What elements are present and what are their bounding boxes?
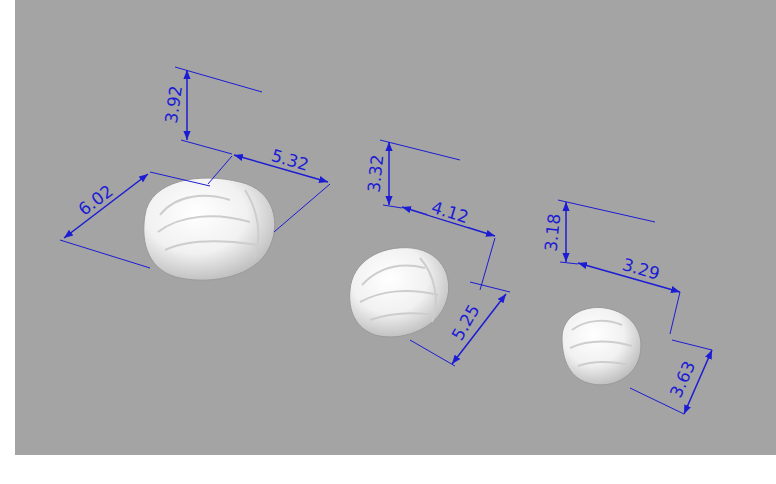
dimension-value: 3.18	[542, 210, 563, 253]
seed-large	[144, 178, 275, 280]
dimension-lines	[64, 70, 712, 414]
seed-medium	[350, 248, 449, 337]
dimension-value: 3.32	[365, 151, 386, 194]
seed-small	[562, 307, 641, 384]
background-panel	[15, 0, 776, 455]
extension-lines	[60, 67, 712, 414]
